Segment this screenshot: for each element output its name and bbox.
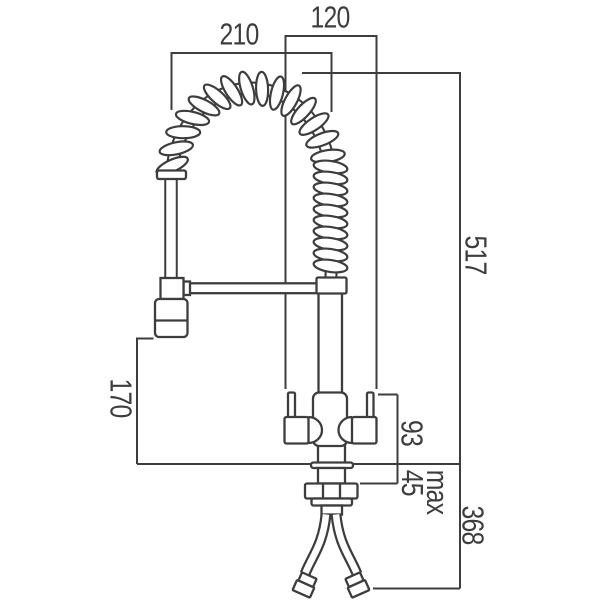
dim-label-max45: max 45	[395, 470, 455, 514]
coil-ring	[305, 129, 340, 149]
dim-label-517: 517	[458, 235, 494, 275]
coil-ring	[290, 96, 317, 126]
tap-fixture	[153, 70, 378, 599]
coil-ring	[268, 75, 286, 111]
coil-ring	[174, 109, 211, 127]
tailpiece	[320, 504, 344, 516]
dim-label-93: 93	[394, 420, 430, 446]
dim-120-lines	[284, 35, 378, 389]
left-handle	[283, 391, 310, 445]
hose-coupling	[159, 276, 185, 301]
dim-93-45-lines	[360, 393, 399, 485]
coil-ring	[280, 84, 302, 117]
arm-junction	[315, 276, 348, 295]
coil-ring	[254, 70, 270, 107]
coil-ring	[187, 95, 221, 117]
left-valve-dome	[308, 415, 324, 445]
coil-ring	[238, 70, 256, 106]
coil-ring	[202, 83, 232, 111]
dim-517-368-lines	[302, 72, 461, 589]
supply-hose-right	[330, 513, 371, 599]
right-valve-dome	[337, 415, 353, 445]
coil-ring	[219, 75, 244, 107]
coil-ring	[312, 258, 349, 274]
coil-ring	[158, 140, 195, 157]
mounting-nut	[303, 482, 359, 500]
right-handle-body	[350, 415, 378, 445]
dimension-lines	[136, 35, 461, 590]
hose-collar	[155, 169, 188, 181]
right-handle-lever	[365, 391, 375, 419]
right-handle	[350, 391, 378, 445]
left-handle-lever	[286, 391, 297, 419]
riser-column	[317, 291, 344, 395]
dim-label-210: 210	[219, 16, 260, 52]
dim-label-368: 368	[455, 505, 491, 545]
dim-label-170: 170	[103, 378, 139, 418]
coil-ring	[165, 125, 202, 140]
support-arm	[184, 282, 324, 295]
supply-hose-left	[291, 513, 332, 599]
spray-head	[153, 297, 189, 339]
dim-label-120: 120	[310, 0, 351, 35]
base-neck	[316, 466, 347, 485]
dim-210-lines	[170, 52, 333, 112]
dim-170-lines	[136, 337, 154, 464]
coil-ring	[298, 112, 330, 136]
left-handle-body	[283, 415, 310, 445]
